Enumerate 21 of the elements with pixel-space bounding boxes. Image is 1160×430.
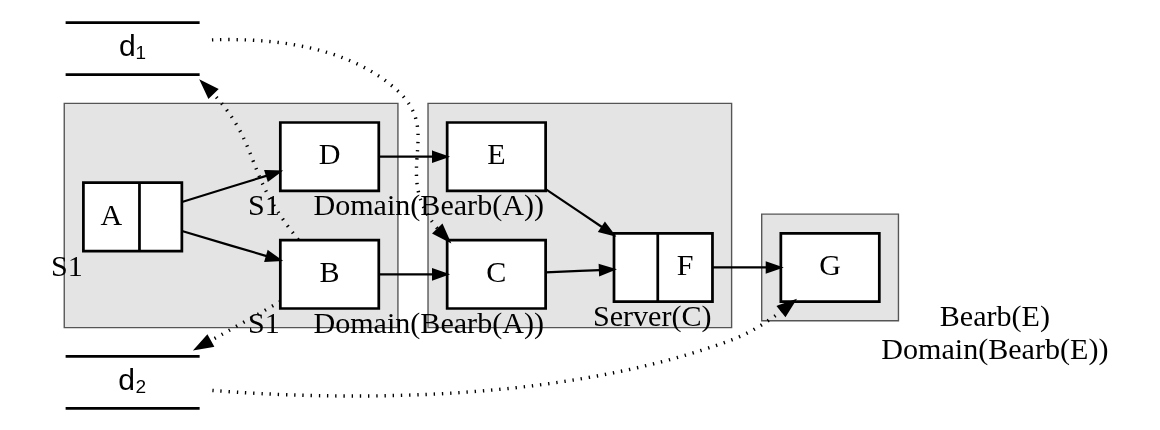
cluster	[760, 212, 899, 321]
node-label: Domain(Bearb(E))	[880, 331, 1108, 366]
node-box: B	[278, 238, 380, 310]
arrow	[181, 229, 283, 262]
arrow	[378, 267, 450, 281]
node-label: Bearb(E)	[939, 298, 1050, 333]
arrow	[211, 298, 797, 398]
arrow	[378, 149, 450, 163]
arrow	[545, 263, 617, 276]
arrow	[198, 78, 300, 241]
arrow	[211, 37, 451, 243]
node-box: G	[779, 231, 881, 303]
node-text: d₂	[117, 362, 147, 396]
arrow	[712, 260, 784, 274]
arrow	[544, 187, 616, 237]
node-text: d₁	[118, 28, 146, 62]
node-box: D	[278, 120, 380, 192]
node-box: C	[445, 238, 547, 310]
node-box: E	[445, 120, 547, 192]
node-label: S1	[247, 187, 280, 222]
arrow	[181, 169, 283, 203]
